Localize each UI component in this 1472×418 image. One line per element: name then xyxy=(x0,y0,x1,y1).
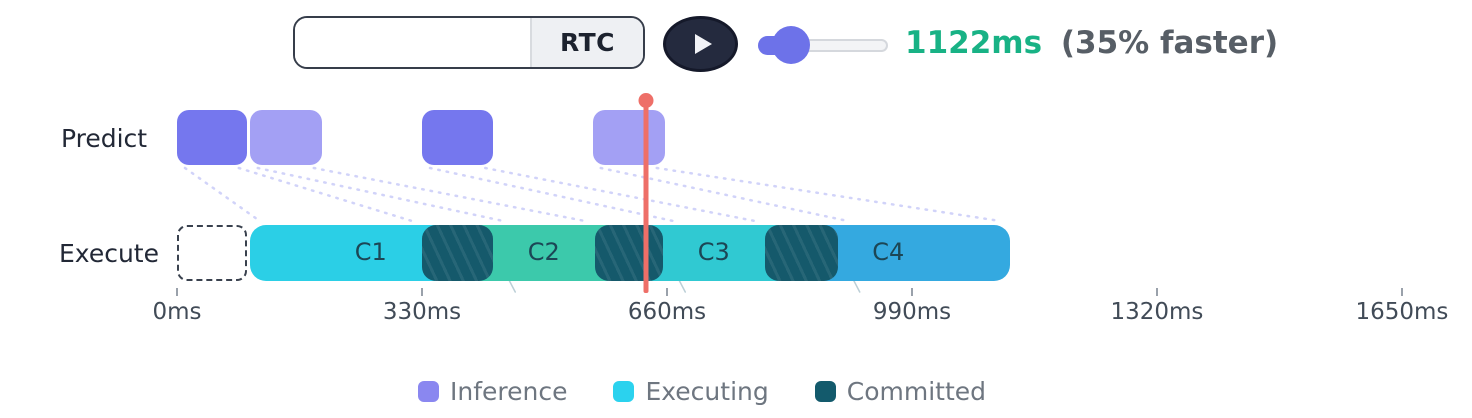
committed-block xyxy=(764,225,838,281)
mode-option-rtc[interactable]: RTC xyxy=(530,18,643,67)
predict-connector-line xyxy=(312,166,587,223)
inference-block xyxy=(592,110,665,165)
axis-tick-label: 330ms xyxy=(382,299,462,325)
speed-slider[interactable] xyxy=(750,24,890,66)
axis-tick-label: 990ms xyxy=(872,299,952,325)
legend-swatch-icon xyxy=(814,381,836,402)
mode-toggle[interactable]: RTC xyxy=(293,16,645,69)
mode-option-left[interactable] xyxy=(295,18,530,67)
predict-connector-line xyxy=(428,166,675,223)
axis-tick xyxy=(176,288,178,296)
total-time-value: 1122ms xyxy=(905,25,1043,61)
axis-tick-label: 660ms xyxy=(627,299,707,325)
legend-label: Inference xyxy=(449,377,568,406)
predict-connector-line xyxy=(599,166,849,223)
legend-item: Committed xyxy=(814,377,986,406)
play-icon xyxy=(694,34,712,54)
legend-item: Executing xyxy=(613,377,769,406)
mode-option-rtc-label: RTC xyxy=(559,28,616,57)
chunk-label: C2 xyxy=(527,238,560,266)
speedup-note: (35% faster) xyxy=(1060,25,1279,61)
legend-swatch-icon xyxy=(613,381,635,402)
playhead-line xyxy=(643,100,649,293)
execute-row-label: Execute xyxy=(59,239,159,268)
pending-chunk-box xyxy=(177,225,247,281)
axis-tick xyxy=(1155,288,1158,296)
inference-block xyxy=(421,110,494,165)
predict-row-label: Predict xyxy=(61,124,148,153)
axis-tick xyxy=(910,288,913,296)
predict-connector-line xyxy=(183,166,262,223)
inference-block xyxy=(177,110,247,165)
legend-label: Committed xyxy=(846,377,986,406)
axis-tick-label: 1650ms xyxy=(1355,299,1449,325)
committed-block xyxy=(421,225,494,281)
legend-label: Executing xyxy=(645,377,769,406)
axis-tick-label: 1320ms xyxy=(1110,299,1204,325)
axis-tick xyxy=(1400,288,1403,296)
legend: Inference Executing Committed xyxy=(0,377,1438,406)
axis-tick xyxy=(665,288,668,296)
legend-item: Inference xyxy=(417,377,568,406)
result-readout: 1122ms (35% faster) xyxy=(905,25,1278,61)
committed-block xyxy=(594,225,664,281)
predict-connector-line xyxy=(256,166,505,223)
chunk-label: C3 xyxy=(697,238,730,266)
chunk-label: C4 xyxy=(872,238,905,266)
axis-tick-label: 0ms xyxy=(152,299,202,325)
slider-thumb[interactable] xyxy=(772,26,811,64)
chunk-label: C1 xyxy=(354,238,387,266)
predict-connector-line xyxy=(484,166,757,223)
play-button[interactable] xyxy=(663,16,738,72)
axis-tick xyxy=(420,288,423,296)
inference-block xyxy=(249,110,322,165)
legend-swatch-icon xyxy=(417,381,439,402)
predict-connector-line xyxy=(655,166,1002,223)
